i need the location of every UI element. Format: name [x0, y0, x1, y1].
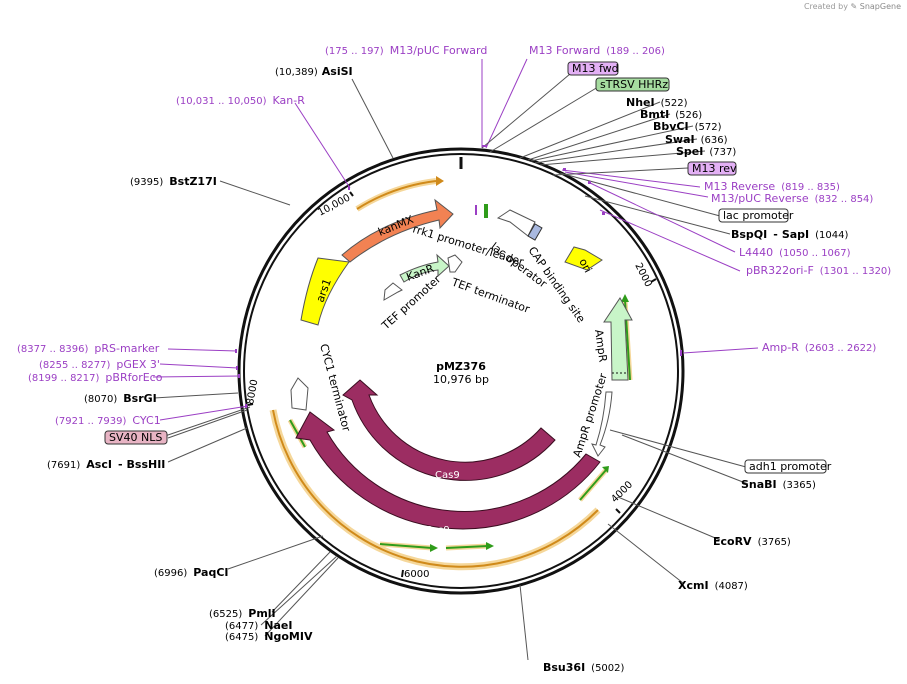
enzyme-pmli: (6525)PmlI	[209, 607, 276, 620]
ori-arrow	[564, 246, 603, 271]
svg-text:adh1 promoter: adh1 promoter	[749, 460, 832, 473]
tick-6000-mark	[401, 569, 404, 578]
primer-pgex-3: (8255 .. 8277)pGEX 3'	[39, 358, 160, 371]
enzyme-snabi: SnaBI(3365)	[741, 478, 816, 491]
primer-pbr322ori-f: pBR322ori-F(1301 .. 1320)	[746, 264, 891, 277]
enzyme-ecorv: EcoRV(3765)	[713, 535, 791, 548]
lac-region-box	[527, 223, 543, 241]
primer-green-mark	[484, 204, 488, 218]
enzyme-asisi: (10,389)AsiSI	[275, 65, 353, 78]
tef-terminator-arrow	[447, 254, 463, 273]
svg-text:lac promoter: lac promoter	[723, 209, 794, 222]
ars1-feature	[300, 257, 350, 326]
tick-8000-mark	[247, 403, 254, 406]
tick-4000: 4000	[609, 479, 635, 505]
primer-marks	[235, 145, 682, 408]
svg-text:M13 fwd: M13 fwd	[572, 62, 619, 75]
tick-10000-mark	[349, 191, 354, 197]
cyc1-terminator-arrow	[290, 377, 309, 411]
green-arrow-3-core	[445, 545, 489, 549]
kanr-arrow	[399, 253, 450, 283]
svg-text:SV40 NLS: SV40 NLS	[109, 431, 162, 444]
green-arrow-2-core	[379, 543, 433, 549]
enzyme-naei: (6477)NaeI	[225, 619, 292, 632]
ampr-label: AmpR	[592, 329, 609, 364]
tick-6000: 6000	[404, 569, 429, 580]
enzyme-xcmi: XcmI(4087)	[678, 579, 748, 592]
box-lac-promoter: lac promoter	[718, 208, 794, 223]
primer-leaders	[152, 58, 759, 421]
rrk1-arrow	[496, 209, 536, 237]
enzyme-spei: SpeI(737)	[676, 145, 736, 158]
orange-arc-top-head	[436, 176, 444, 186]
green-arrow-4-core	[579, 469, 607, 501]
orange-arc-top-core	[356, 180, 437, 210]
green-arrow-4-head	[602, 466, 609, 473]
enzyme-bsrgi: (8070)BsrGI	[84, 392, 157, 405]
enzyme-bstz17i: (9395)BstZ17I	[130, 175, 217, 188]
primer-kan-r: (10,031 .. 10,050)Kan-R	[176, 94, 305, 107]
primer-m13-reverse: M13 Reverse(819 .. 835)	[704, 180, 840, 193]
box-sv40-nls: SV40 NLS	[104, 430, 168, 445]
snapgene-credit: Created by ✎ SnapGene	[804, 2, 901, 11]
tick-4000-mark	[615, 508, 621, 514]
cas9-outer-arrow	[295, 411, 601, 530]
green-arrow-5-head	[621, 294, 629, 302]
backbone-outer	[237, 147, 685, 595]
tef-promoter-arrow	[383, 282, 403, 301]
svg-text:sTRSV HHRz: sTRSV HHRz	[600, 78, 668, 91]
enzyme-bbvci: BbvCI(572)	[653, 120, 722, 133]
enzyme-leaders	[153, 78, 749, 661]
tick-2000-mark	[650, 278, 657, 283]
orange-arc-bottom-core	[272, 409, 599, 568]
ampr-promoter-arrow	[591, 391, 613, 457]
cas9-outer-label: Cas9	[425, 525, 450, 536]
tef-terminator-label: TEF terminator	[449, 275, 532, 316]
enzyme-bmti: BmtI(526)	[640, 108, 702, 121]
tick-8000: 8000	[245, 379, 260, 406]
kanmx-arrow	[341, 198, 454, 263]
ampr-arrow	[603, 297, 633, 381]
svg-text:M13 rev: M13 rev	[692, 162, 737, 175]
plasmid-name: pMZ376	[436, 360, 486, 373]
primer-m13-forward: M13 Forward(189 .. 206)	[529, 44, 665, 57]
kanmx-label: kanMX	[376, 213, 416, 239]
primer-cyc1: (7921 .. 7939)CYC1	[55, 414, 161, 427]
green-arrow-1-core	[289, 419, 306, 448]
feature-leaders	[167, 73, 747, 468]
cas9-inner-arrow	[342, 379, 556, 481]
box-adh1-promoter: adh1 promoter	[744, 459, 832, 474]
cas9-inner-label: Cas9	[435, 470, 460, 481]
credit-brand: SnapGene	[859, 2, 901, 11]
plasmid-size: 10,976 bp	[433, 373, 489, 386]
primer-m13-puc-forward: (175 .. 197)M13/pUC Forward	[325, 44, 487, 57]
enzyme-paqci: (6996)PaqCI	[154, 566, 229, 579]
green-arrow-2-head	[430, 544, 438, 552]
enzyme-nhei: NheI(522)	[626, 96, 688, 109]
box-m13-fwd: M13 fwd	[567, 61, 619, 76]
enzyme-swai: SwaI(636)	[665, 133, 728, 146]
box-strsv-hhrz: sTRSV HHRz	[595, 77, 670, 92]
snapgene-logo-icon: ✎	[850, 2, 858, 11]
ori-label: ori	[576, 256, 594, 275]
primer-purple-mark	[475, 205, 477, 215]
primer-prs-marker: (8377 .. 8396)pRS-marker	[17, 342, 160, 355]
orange-arc-top	[355, 178, 437, 212]
primer-l4440: L4440(1050 .. 1067)	[739, 246, 851, 259]
box-m13-rev: M13 rev	[687, 161, 737, 176]
enzyme-ngomiv: (6475)NgoMIV	[225, 630, 313, 643]
primer-amp-r: Amp-R(2603 .. 2622)	[762, 341, 876, 354]
enzyme-asci-bsshii: (7691)AscI-BssHII	[47, 458, 165, 471]
backbone-inner	[243, 153, 679, 589]
enzyme-bsu36i: Bsu36I(5002)	[543, 661, 625, 674]
enzyme-bspqi-sapi: BspQI-SapI(1044)	[731, 228, 848, 241]
cyc1-terminator-label: CYC1 terminator	[317, 342, 353, 433]
primer-m13-puc-reverse: M13/pUC Reverse(832 .. 854)	[711, 192, 873, 205]
credit-prefix: Created by	[803, 2, 848, 11]
green-arrow-3-head	[486, 542, 494, 550]
primer-pbrforeco: (8199 .. 8217)pBRforEco	[28, 371, 163, 384]
